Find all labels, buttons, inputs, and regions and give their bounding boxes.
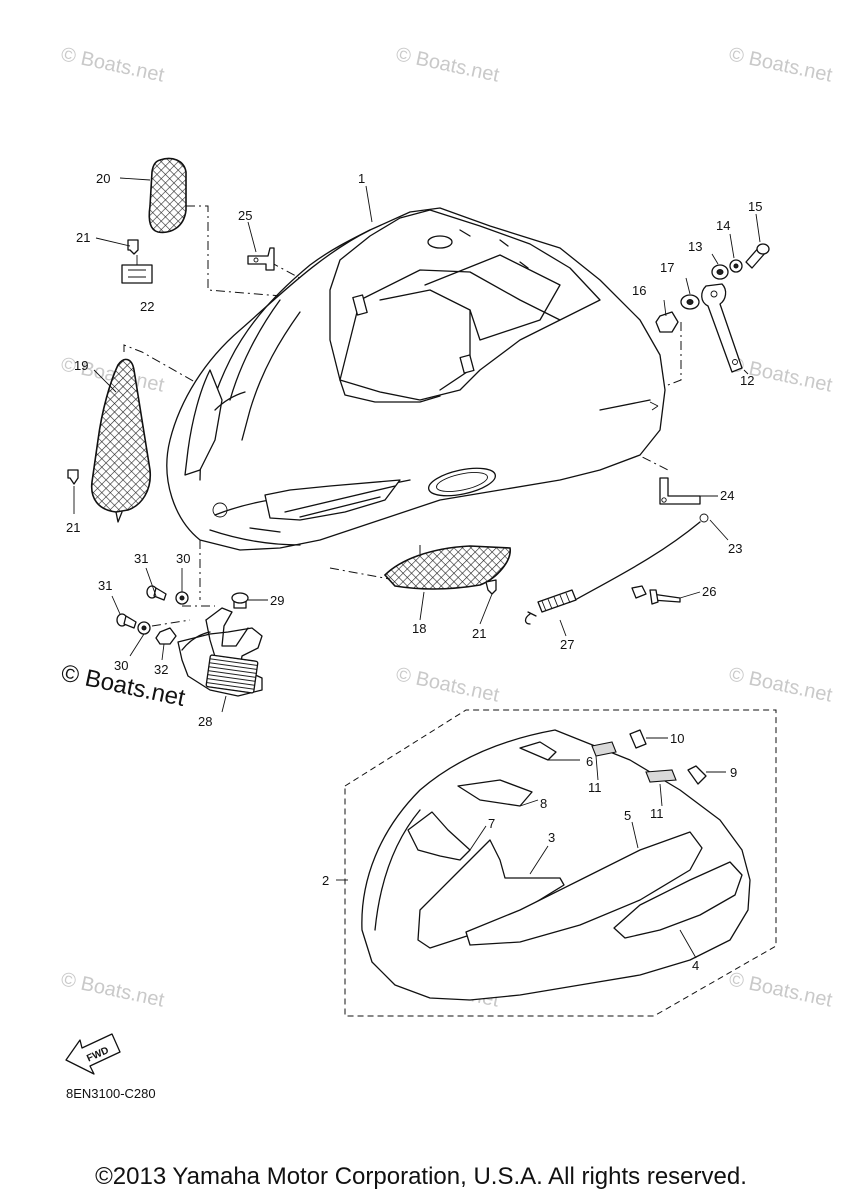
callout-11: 11	[588, 780, 602, 795]
callout-16: 16	[632, 283, 646, 298]
pad-22	[121, 264, 153, 284]
callout-29: 29	[270, 593, 284, 608]
copyright-notice: ©2013 Yamaha Motor Corporation, U.S.A. A…	[95, 1163, 747, 1190]
watermark: © Boats.net	[59, 968, 167, 1011]
bracket-12	[701, 283, 743, 373]
bolt-15	[745, 243, 770, 269]
diagram-code: 8EN3100-C280	[66, 1086, 156, 1101]
callouts: 1 2 3 4 5 6 7 8 9 10 11 11 12 13 14 15 1…	[66, 171, 762, 973]
callout-5: 5	[624, 808, 631, 823]
cable-23	[574, 513, 709, 601]
nut-30-lower	[137, 621, 151, 635]
callout-13: 13	[688, 239, 702, 254]
bolt-31-lower	[116, 613, 137, 629]
side-mesh-upper	[148, 157, 187, 234]
lower-mesh	[383, 545, 511, 590]
callout-7: 7	[488, 816, 495, 831]
leaders	[73, 177, 761, 959]
assembly-box-2	[344, 709, 777, 1017]
callout-25: 25	[238, 208, 252, 223]
collar-32	[155, 627, 177, 645]
callout-18: 18	[412, 621, 426, 636]
callout-32: 32	[154, 662, 168, 677]
callout-30: 30	[176, 551, 190, 566]
watermark: © Boats.net	[394, 43, 502, 86]
damper-13	[711, 264, 729, 280]
spring-27	[524, 589, 577, 625]
watermark: © Boats.net	[727, 43, 835, 86]
fwd-arrow: FWD	[65, 1033, 121, 1075]
front-cowling	[166, 207, 666, 551]
callout-11: 11	[650, 806, 664, 821]
callout-28: 28	[198, 714, 212, 729]
callout-21: 21	[76, 230, 90, 245]
watermark: © Boats.net	[727, 968, 835, 1011]
callout-31: 31	[134, 551, 148, 566]
bracket-24	[659, 477, 701, 505]
watermark: © Boats.net	[727, 663, 835, 706]
clip-left	[67, 469, 79, 485]
callout-20: 20	[96, 171, 110, 186]
bracket-25	[247, 247, 275, 271]
clip-lower	[485, 579, 497, 595]
bolt-29	[231, 592, 249, 609]
washer-14	[729, 259, 743, 273]
callout-19: 19	[74, 358, 88, 373]
watermark: © Boats.net	[394, 663, 502, 706]
collar-17	[680, 294, 700, 310]
callout-21: 21	[472, 626, 486, 641]
callout-12: 12	[740, 373, 754, 388]
cowling-assembly-2	[361, 729, 751, 1001]
mount-bracket-28	[177, 607, 263, 697]
nut-16	[655, 311, 679, 333]
callout-23: 23	[728, 541, 742, 556]
nut-30-upper	[175, 591, 189, 605]
callout-14: 14	[716, 218, 730, 233]
callout-31: 31	[98, 578, 112, 593]
callout-2: 2	[322, 873, 329, 888]
callout-4: 4	[692, 958, 699, 973]
callout-10: 10	[670, 731, 684, 746]
callout-9: 9	[730, 765, 737, 780]
callout-24: 24	[720, 488, 734, 503]
callout-22: 22	[140, 299, 154, 314]
callout-8: 8	[540, 796, 547, 811]
callout-27: 27	[560, 637, 574, 652]
callout-3: 3	[548, 830, 555, 845]
callout-1: 1	[358, 171, 365, 186]
callout-17: 17	[660, 260, 674, 275]
callout-6: 6	[586, 754, 593, 769]
clamp-26	[631, 585, 681, 605]
clip-upper	[127, 239, 139, 255]
callout-26: 26	[702, 584, 716, 599]
side-mesh-left	[90, 358, 152, 523]
watermark: © Boats.net	[59, 43, 167, 86]
callout-21: 21	[66, 520, 80, 535]
callout-15: 15	[748, 199, 762, 214]
bolt-31-upper	[146, 585, 167, 601]
callout-30: 30	[114, 658, 128, 673]
